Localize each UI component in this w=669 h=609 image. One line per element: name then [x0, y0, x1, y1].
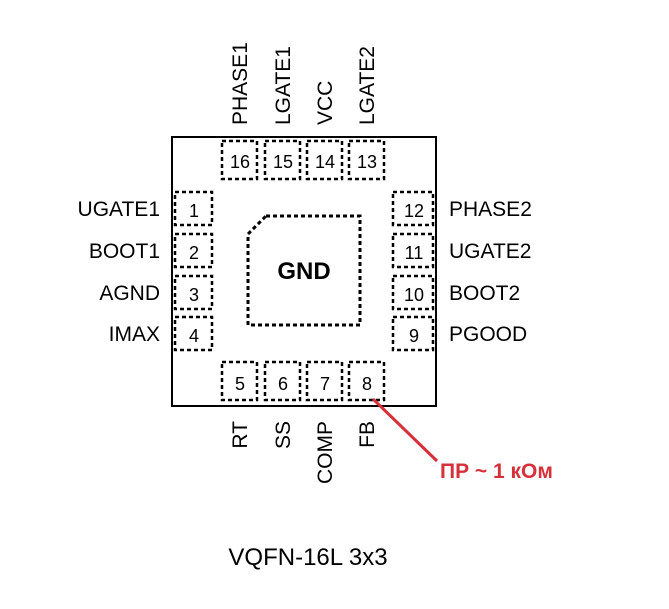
pin-2: 2 BOOT1 — [89, 232, 214, 269]
pin-12-number: 12 — [404, 201, 424, 221]
package-body — [171, 136, 437, 407]
pin-9-number: 9 — [409, 326, 419, 346]
pin-14-pad — [305, 139, 344, 181]
pin-3-name: AGND — [99, 282, 160, 305]
pin-11-pad — [391, 232, 435, 269]
exposed-pad — [246, 214, 362, 327]
annotation-text: ПР ~ 1 кОм — [440, 460, 553, 483]
pin-4-number: 4 — [189, 326, 199, 346]
pin-9-name: PGOOD — [449, 323, 527, 346]
pin-10: 10 BOOT2 — [391, 274, 520, 311]
pin-15: 15 LGATE1 — [263, 46, 302, 181]
pin-16-pad — [220, 139, 259, 181]
exposed-pad-label: GND — [277, 258, 330, 285]
pin-13-pad — [347, 139, 386, 181]
pin-5: 5 RT — [220, 360, 259, 449]
pin-4-name: IMAX — [109, 323, 160, 346]
pin-7-name: COMP — [314, 421, 337, 484]
annotation-leader-line — [371, 397, 439, 463]
pin-10-pad — [391, 274, 435, 311]
pin-8-number: 8 — [362, 374, 372, 394]
pin-9-pad — [391, 315, 435, 352]
pin-12-name: PHASE2 — [449, 198, 532, 221]
pin-12: 12 PHASE2 — [391, 190, 532, 227]
pin-14: 14 VCC — [305, 81, 344, 181]
pin-10-name: BOOT2 — [449, 282, 520, 305]
pin-13-name: LGATE2 — [356, 46, 379, 125]
pin-14-name: VCC — [314, 81, 337, 125]
pin-13: 13 LGATE2 — [347, 46, 386, 181]
pin-10-number: 10 — [404, 285, 424, 305]
pin-3: 3 AGND — [99, 274, 214, 311]
pin-2-number: 2 — [189, 243, 199, 263]
pin-1-name: UGATE1 — [78, 198, 160, 221]
pin-6-number: 6 — [278, 374, 288, 394]
pin-6: 6 SS — [263, 360, 302, 449]
pin-13-number: 13 — [357, 152, 377, 172]
pin-5-name: RT — [229, 421, 252, 449]
pin-15-number: 15 — [273, 152, 293, 172]
pin-9: 9 PGOOD — [391, 315, 527, 352]
pin-3-number: 3 — [189, 285, 199, 305]
pin-12-pad — [391, 190, 435, 227]
pin-14-number: 14 — [315, 152, 335, 172]
pin-5-number: 5 — [235, 374, 245, 394]
pin-16-name: PHASE1 — [229, 42, 252, 125]
pin-2-name: BOOT1 — [89, 240, 160, 263]
pin-6-name: SS — [272, 421, 295, 449]
pin-11-number: 11 — [405, 243, 424, 263]
package-title: VQFN-16L 3x3 — [228, 544, 387, 571]
pin-5-pad — [220, 360, 259, 402]
pin-1-number: 1 — [189, 201, 199, 221]
pin-4: 4 IMAX — [109, 315, 214, 352]
pin-15-name: LGATE1 — [272, 46, 295, 125]
pin-7-pad — [305, 360, 344, 402]
pin-11: 11 UGATE2 — [391, 232, 531, 269]
pin-7-number: 7 — [320, 374, 330, 394]
pin-11-name: UGATE2 — [449, 240, 531, 263]
pin-6-pad — [263, 360, 302, 402]
pin-16-number: 16 — [230, 152, 250, 172]
pin-8-name: FB — [356, 421, 379, 448]
pin-8: 8 FB — [347, 360, 386, 448]
pin-16: 16 PHASE1 — [220, 42, 259, 181]
pin-1: 1 UGATE1 — [78, 190, 214, 227]
pin-7: 7 COMP — [305, 360, 344, 484]
pin-8-pad — [347, 360, 386, 402]
pin-15-pad — [263, 139, 302, 181]
